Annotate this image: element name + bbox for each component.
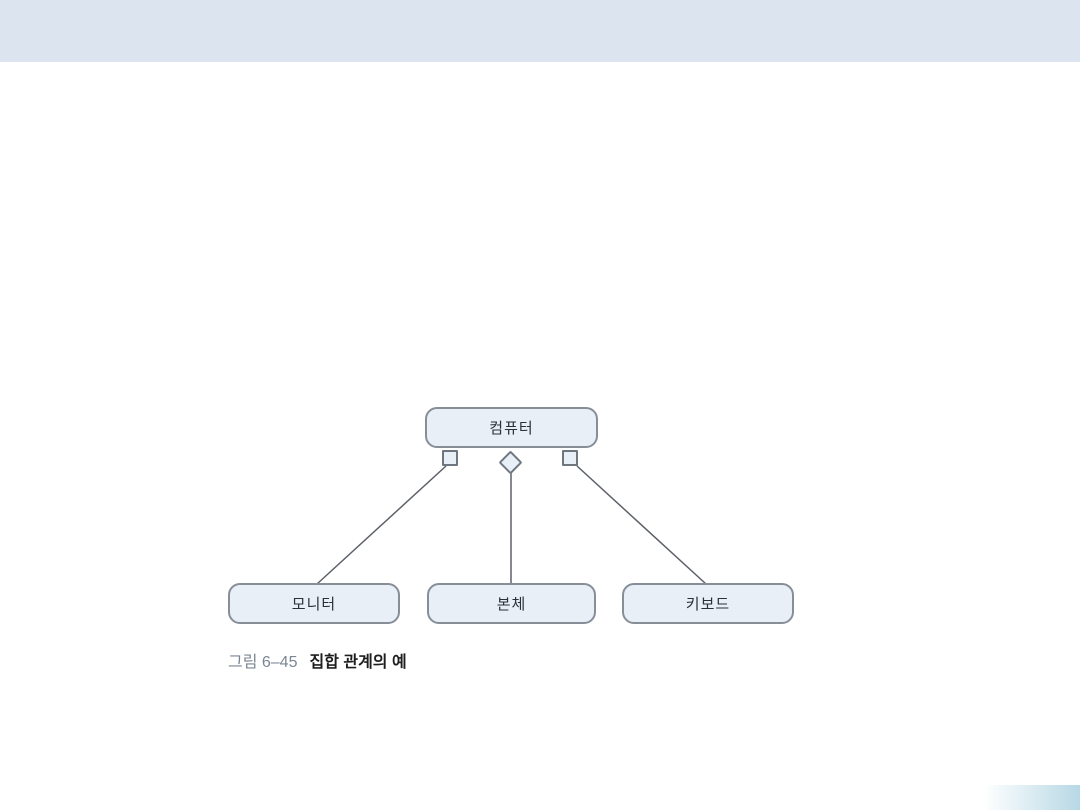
square-connector-right-icon <box>562 450 578 466</box>
diagram-node-keyboard: 키보드 <box>622 583 794 624</box>
page-header-band <box>0 0 1080 62</box>
diagram-node-keyboard-label: 키보드 <box>685 596 731 613</box>
figure-caption-title: 집합 관계의 예 <box>309 654 407 671</box>
diagram-node-body: 본체 <box>427 583 596 624</box>
diagram-node-monitor-label: 모니터 <box>291 596 337 613</box>
diagram-node-body-label: 본체 <box>496 596 527 613</box>
figure-caption: 그림 6–45 집합 관계의 예 <box>228 648 407 672</box>
diagram-node-monitor: 모니터 <box>228 583 400 624</box>
figure-caption-number: 그림 6–45 <box>228 654 298 671</box>
aggregation-diamond-icon <box>498 450 523 475</box>
diagram-node-computer-label: 컴퓨터 <box>489 420 534 437</box>
relation-line-keyboard <box>576 465 707 585</box>
square-connector-left-icon <box>442 450 458 466</box>
diagram-node-computer: 컴퓨터 <box>425 407 598 448</box>
page-corner-accent-bar <box>984 785 1080 810</box>
relation-line-monitor <box>316 465 447 585</box>
